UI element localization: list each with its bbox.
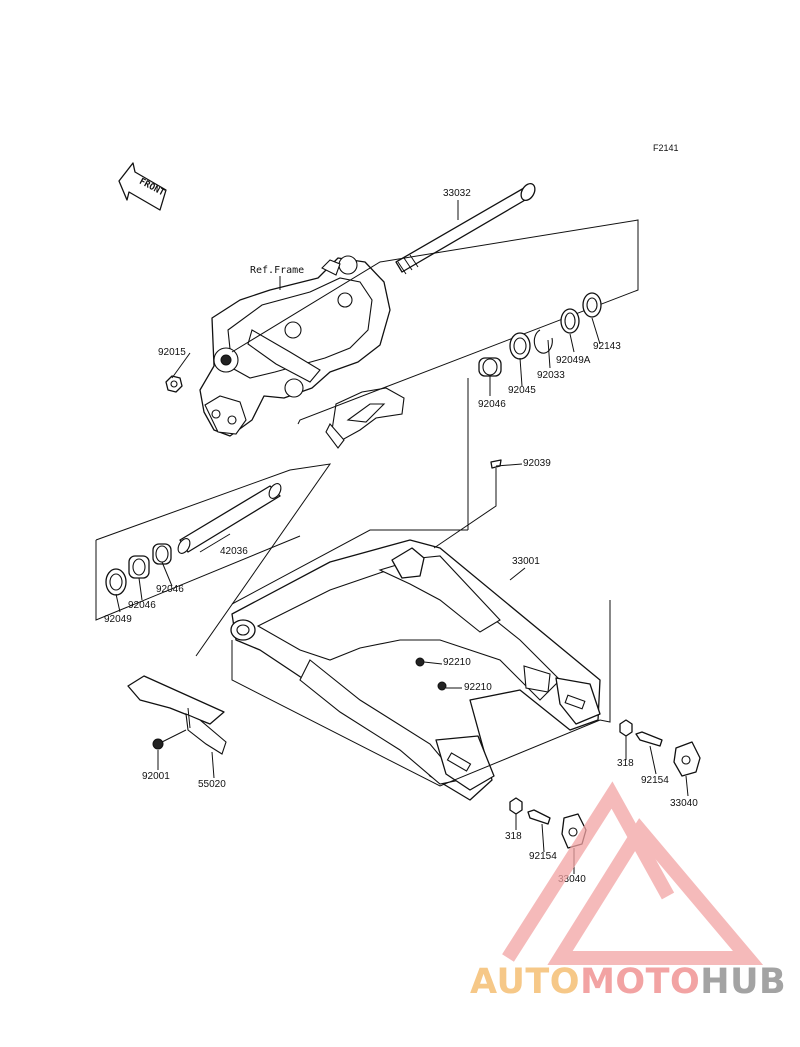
- bolt-92210-b: [437, 681, 447, 691]
- needle-bearing-92046-a: [152, 543, 172, 565]
- adjuster-block-33040-b: [561, 813, 587, 849]
- part-label-92046-b: 92046: [156, 584, 184, 595]
- bolt-92154-b: [527, 809, 551, 825]
- needle-bearing-92046-upper: [478, 357, 502, 377]
- chain-slider-55020: [127, 675, 227, 755]
- part-label-55020: 55020: [198, 779, 226, 790]
- swingarm-33001: [230, 539, 601, 801]
- lower-left-guide-lines: [95, 463, 332, 657]
- part-label-92143: 92143: [593, 341, 621, 352]
- part-label-92045: 92045: [508, 385, 536, 396]
- nut-92015: [165, 375, 183, 393]
- part-label-92001: 92001: [142, 771, 170, 782]
- pivot-shaft-33032: [395, 182, 536, 275]
- bolt-92210-a: [415, 657, 425, 667]
- front-arrow-icon: FRONT: [118, 162, 167, 211]
- part-label-92210-b: 92210: [464, 682, 492, 693]
- part-label-92210-a: 92210: [443, 657, 471, 668]
- watermark-brand-text: AUTOMOTOHUB: [470, 962, 787, 1002]
- figure-code: F2141: [653, 143, 679, 153]
- part-label-33032: 33032: [443, 188, 471, 199]
- part-label-92033: 92033: [537, 370, 565, 381]
- part-label-92039: 92039: [523, 458, 551, 469]
- part-label-92049A: 92049A: [556, 355, 591, 366]
- part-label-33040-a: 33040: [670, 798, 698, 809]
- bearing-92045: [509, 332, 531, 360]
- part-label-92046-c: 92046: [128, 600, 156, 611]
- part-label-92154-a: 92154: [641, 775, 669, 786]
- sleeve-42036: [177, 483, 282, 554]
- adjuster-block-33040-a: [673, 741, 701, 777]
- circlip-92033: [533, 329, 553, 354]
- bearing-92143: [582, 292, 602, 318]
- nut-318-b: [509, 797, 523, 815]
- seal-92049: [105, 568, 127, 596]
- part-label-92015: 92015: [158, 347, 186, 358]
- part-label-92046-upper: 92046: [478, 399, 506, 410]
- bolt-92001: [152, 729, 187, 750]
- ref-frame-label: Ref.Frame: [250, 265, 305, 276]
- nut-318-a: [619, 719, 633, 737]
- screw-92039: [490, 459, 502, 478]
- part-label-318-a: 318: [617, 758, 634, 769]
- part-label-92049: 92049: [104, 614, 132, 625]
- part-label-42036: 42036: [220, 546, 248, 557]
- swingarm-guide-lines: [231, 378, 611, 787]
- part-label-33040-b: 33040: [558, 874, 586, 885]
- bolt-92154-a: [635, 731, 663, 747]
- part-label-92154-b: 92154: [529, 851, 557, 862]
- part-label-33001: 33001: [512, 556, 540, 567]
- part-label-318-b: 318: [505, 831, 522, 842]
- upper-guide-lines: [231, 219, 639, 425]
- seal-92049A: [560, 308, 580, 334]
- needle-bearing-92046-b: [128, 555, 150, 579]
